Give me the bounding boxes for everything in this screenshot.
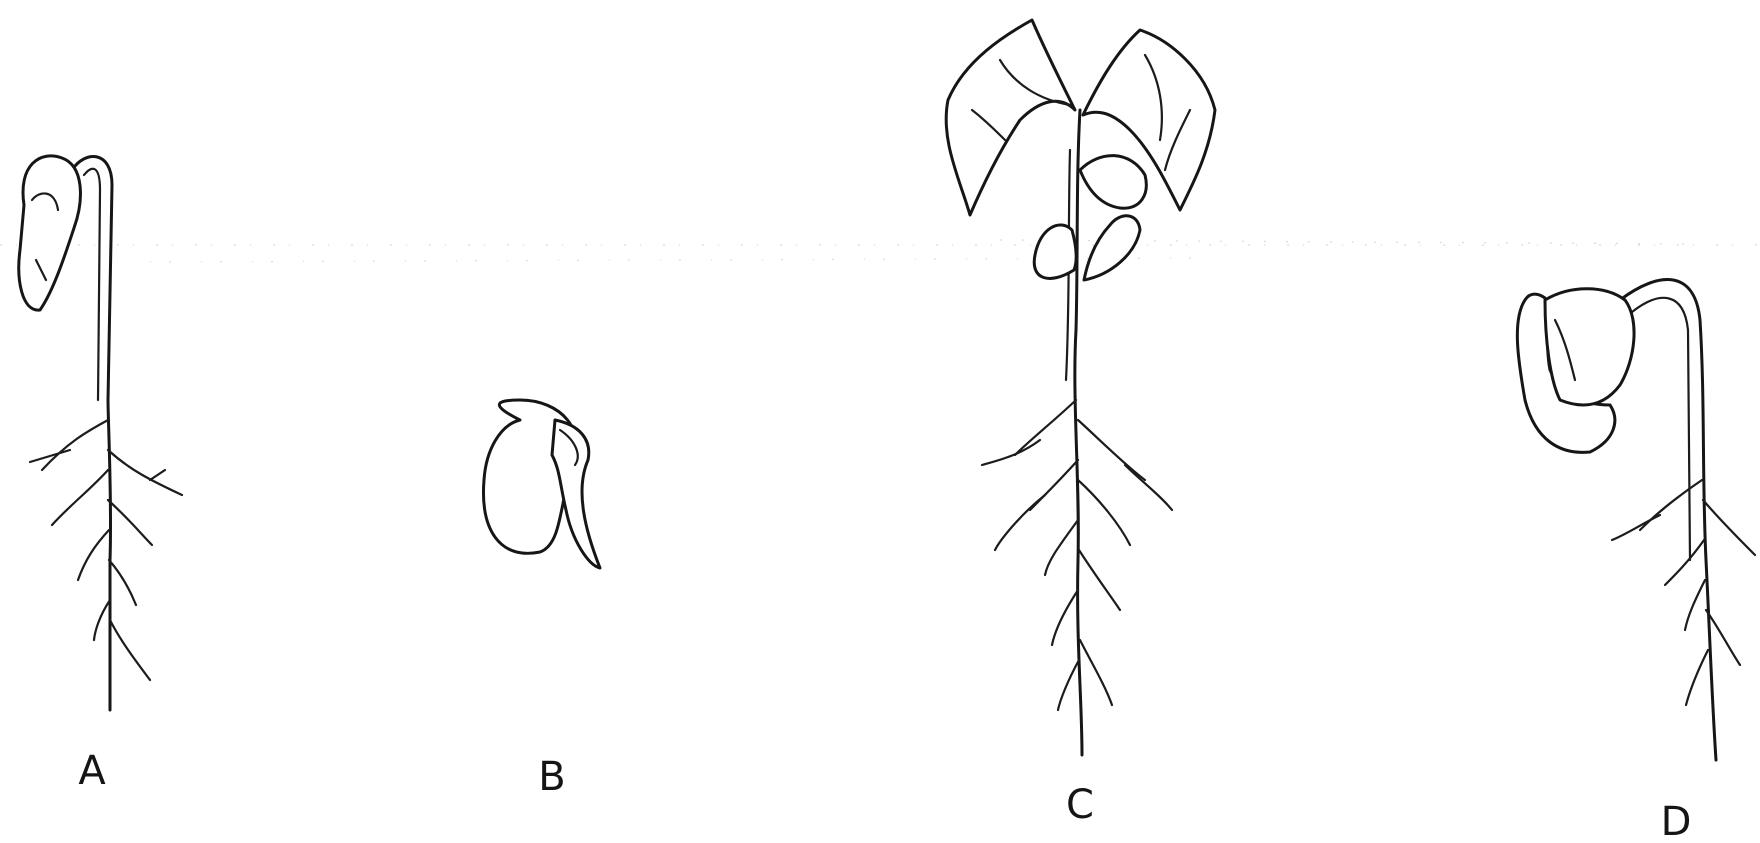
seedling-c xyxy=(946,20,1215,755)
seedling-c-small-leaf xyxy=(1080,156,1146,209)
scan-noise xyxy=(0,240,1760,262)
seedling-b-radicle xyxy=(552,420,600,568)
seedling-d-stem xyxy=(1620,280,1716,760)
seedling-d-roots xyxy=(1612,480,1755,705)
seedling-d xyxy=(1517,280,1755,760)
seedling-a-stem xyxy=(72,156,112,710)
seedling-a xyxy=(19,156,182,710)
seedling-d-cotyledon xyxy=(1545,289,1634,405)
seedling-c-stem xyxy=(1075,110,1082,755)
label-d: D xyxy=(1661,799,1692,843)
label-c: C xyxy=(1066,782,1094,828)
seedling-c-leaf-left xyxy=(946,20,1075,215)
seedling-c-cotyledon-left xyxy=(1034,225,1076,278)
seedling-a-roots xyxy=(30,420,182,680)
label-b: B xyxy=(538,754,565,800)
seedling-b xyxy=(483,400,600,568)
label-a: A xyxy=(78,748,106,794)
seedling-a-seed xyxy=(19,156,81,310)
seedling-c-cotyledon-right xyxy=(1084,216,1140,280)
